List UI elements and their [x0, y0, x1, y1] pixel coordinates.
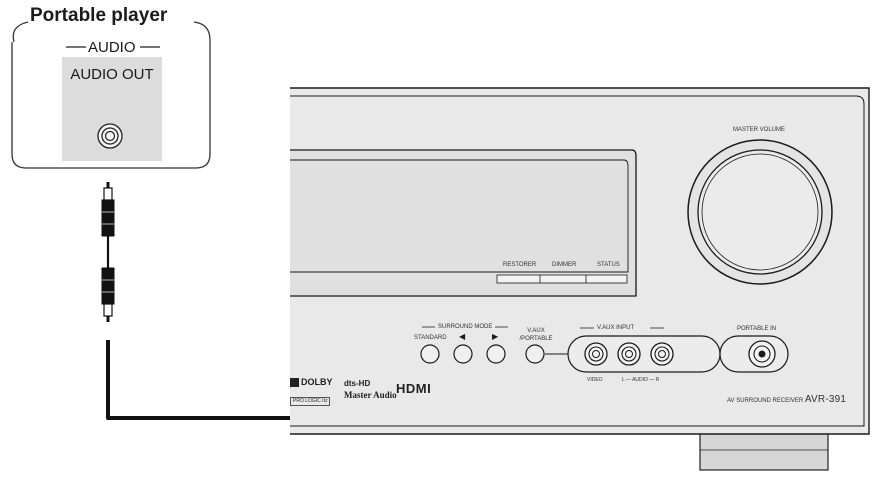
dts-logo: dts-HD — [344, 379, 371, 388]
portable-player — [11, 21, 211, 169]
audio-lr-label: L — AUDIO — R — [622, 377, 660, 383]
model-label: AV SURROUND RECEIVER AVR-391 — [727, 395, 846, 405]
status-label: STATUS — [597, 262, 620, 268]
left-arrow-icon: ◀ — [459, 332, 466, 341]
surround-mode-label: SURROUND MODE — [438, 324, 493, 330]
right-arrow-icon: ▶ — [492, 332, 499, 341]
audio-out-label: AUDIO OUT — [70, 66, 154, 83]
audio-group-label: AUDIO — [88, 39, 136, 56]
dts-sub-logo: Master Audio — [344, 390, 397, 400]
model-prefix: AV SURROUND RECEIVER — [727, 398, 804, 404]
portable-in-label: PORTABLE IN — [737, 326, 777, 332]
vaux-input-panel — [545, 327, 721, 373]
restorer-label: RESTORER — [503, 262, 537, 268]
av-receiver — [290, 87, 870, 471]
standard-label: STANDARD — [414, 335, 447, 341]
master-volume-label: MASTER VOLUME — [733, 127, 786, 133]
dimmer-label: DIMMER — [552, 262, 577, 268]
vaux-input-label: V.AUX INPUT — [597, 325, 635, 331]
vaux-portable-label: V.AUX /PORTABLE — [519, 328, 553, 342]
video-label: VIDEO — [587, 377, 603, 383]
audio-out-jack — [97, 123, 123, 149]
portable-in-panel — [719, 335, 789, 373]
master-volume-knob — [687, 139, 833, 285]
model-name: AVR-391 — [804, 394, 847, 405]
dolby-sub-logo: PRO LOGIC IIz — [290, 397, 331, 406]
front-buttons — [420, 344, 545, 364]
dolby-logo: DOLBY — [301, 377, 333, 387]
portable-player-title: Portable player — [30, 5, 168, 26]
hdmi-logo: HDMI — [396, 381, 432, 396]
